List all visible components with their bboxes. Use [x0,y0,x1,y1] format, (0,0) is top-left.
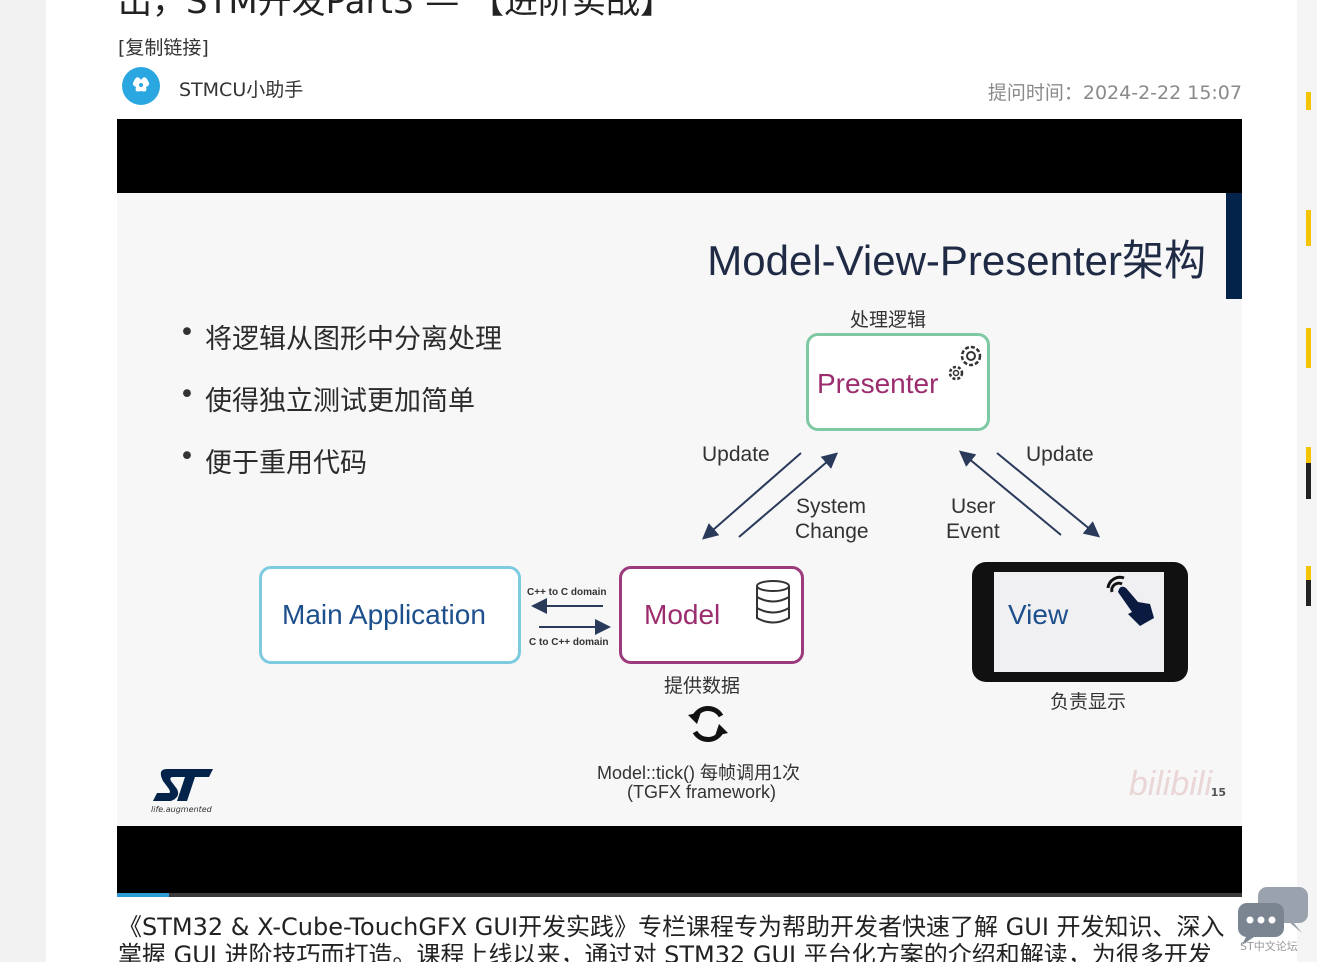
video-frame: Model-View-Presenter架构 将逻辑从图形中分离处理 使得独立测… [117,193,1242,826]
view-phone: View [972,562,1188,682]
slide-title: Model-View-Presenter架构 [707,237,1206,284]
main-application-box: Main Application [259,566,521,664]
bullet-item: 便于重用代码 [179,441,502,503]
st-tagline: life.augmented [151,805,212,814]
model-label: Model [644,599,721,630]
presenter-label: Presenter [817,368,939,399]
update-arrow-right [996,452,1101,538]
side-marker [1306,566,1311,606]
model-box: Model [619,566,804,664]
chat-label[interactable]: ST中文论坛 [1240,940,1298,953]
side-marker [1306,447,1311,499]
avatar[interactable] [122,67,160,105]
system-change-label-1: System [796,495,867,518]
database-icon [756,580,790,624]
author-name[interactable]: STMCU小助手 [179,79,304,101]
copy-link[interactable]: [复制链接] [118,37,209,59]
update-right-label: Update [1026,443,1094,466]
presenter-box: Presenter [806,333,990,431]
bilibili-watermark: bilibili [1128,765,1212,803]
tick-line-1: Model::tick() 每帧调用1次 [597,763,801,783]
page-title: 出，STM开发Part3 — 【进阶实战】 [118,0,675,22]
ask-time: 提问时间：2024-2-22 15:07 [987,82,1242,104]
slide-accent-bar [1226,193,1242,299]
presenter-caption: 处理逻辑 [850,309,927,331]
watermark-number: 15 [1210,786,1226,799]
view-label: View [1008,599,1069,630]
main-application-label: Main Application [282,599,486,630]
video-progress-fill [117,893,169,897]
side-marker [1306,92,1311,110]
phone-screen [994,572,1164,672]
diagram-arrows [531,450,1101,635]
post-description: 《STM32 & X-Cube-TouchGFX GUI开发实践》专栏课程专为帮… [118,913,1225,962]
st-logo-icon [153,769,213,801]
bullet-item: 使得独立测试更加简单 [179,379,502,441]
st-avatar-icon [132,77,150,92]
gears-icon [948,345,982,381]
side-marker [1306,328,1311,368]
bullet-item: 将逻辑从图形中分离处理 [179,317,502,379]
touch-hand-icon [1106,575,1154,626]
video-player[interactable]: Model-View-Presenter架构 将逻辑从图形中分离处理 使得独立测… [117,119,1242,897]
model-caption: 提供数据 [664,675,741,697]
system-change-label-2: Change [795,520,869,543]
cpp-to-c-label: C++ to C domain [527,587,607,598]
chat-icon[interactable] [1236,876,1312,956]
view-caption: 负责显示 [1050,691,1127,713]
bullet-list: 将逻辑从图形中分离处理 使得独立测试更加简单 便于重用代码 [179,317,502,503]
left-gutter [0,0,46,962]
user-event-label-1: User [951,495,996,518]
update-left-label: Update [702,443,770,466]
c-to-cpp-label: C to C++ domain [529,637,609,648]
update-arrow-left [701,452,802,540]
user-event-arrow [958,450,1062,536]
system-change-arrow [738,452,839,538]
side-marker [1306,210,1311,246]
video-progress-bar[interactable] [117,893,1242,897]
tick-line-2: (TGFX framework) [627,782,777,802]
refresh-icon [688,705,728,743]
user-event-label-2: Event [946,520,1000,543]
